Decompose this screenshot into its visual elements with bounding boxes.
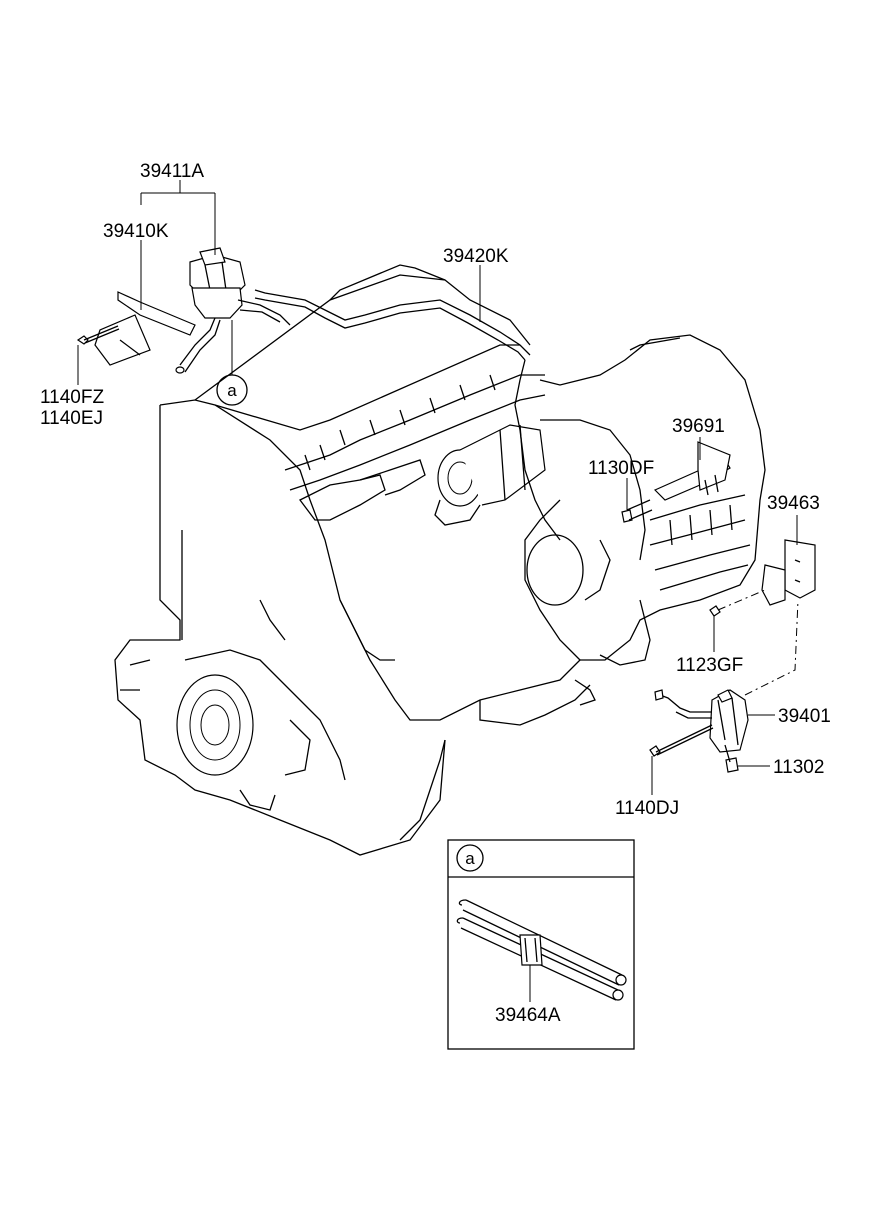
- leader-lines: [77, 180, 798, 1002]
- part-label-1140EJ: 1140EJ: [40, 408, 103, 429]
- part-label-39401: 39401: [778, 706, 831, 727]
- reference-marker-a: a: [216, 374, 248, 406]
- part-label-1123GF: 1123GF: [676, 655, 743, 676]
- part-label-39464A: 39464A: [495, 1005, 561, 1026]
- tube-pair-drawing: [456, 899, 627, 1001]
- part-label-11302: 11302: [773, 757, 824, 778]
- part-label-39420K: 39420K: [443, 246, 509, 267]
- part-label-1130DF: 1130DF: [588, 458, 654, 479]
- part-label-39463: 39463: [767, 493, 820, 514]
- part-label-1140FZ: 1140FZ: [40, 387, 104, 408]
- part-label-39691: 39691: [672, 416, 725, 437]
- reference-marker-a-label: a: [227, 381, 237, 400]
- part-label-39410K: 39410K: [103, 221, 169, 242]
- vacuum-modulator-assembly-drawing: [76, 247, 816, 773]
- detail-inset-a: a: [447, 839, 635, 1050]
- part-label-39411A: 39411A: [140, 161, 204, 182]
- inset-marker-a-label: a: [465, 849, 475, 868]
- part-labels: 39411A 39410K 39420K 1140FZ 1140EJ 39691…: [40, 161, 831, 1026]
- part-label-1140DJ: 1140DJ: [615, 798, 679, 819]
- engine-assembly-drawing: [114, 264, 766, 856]
